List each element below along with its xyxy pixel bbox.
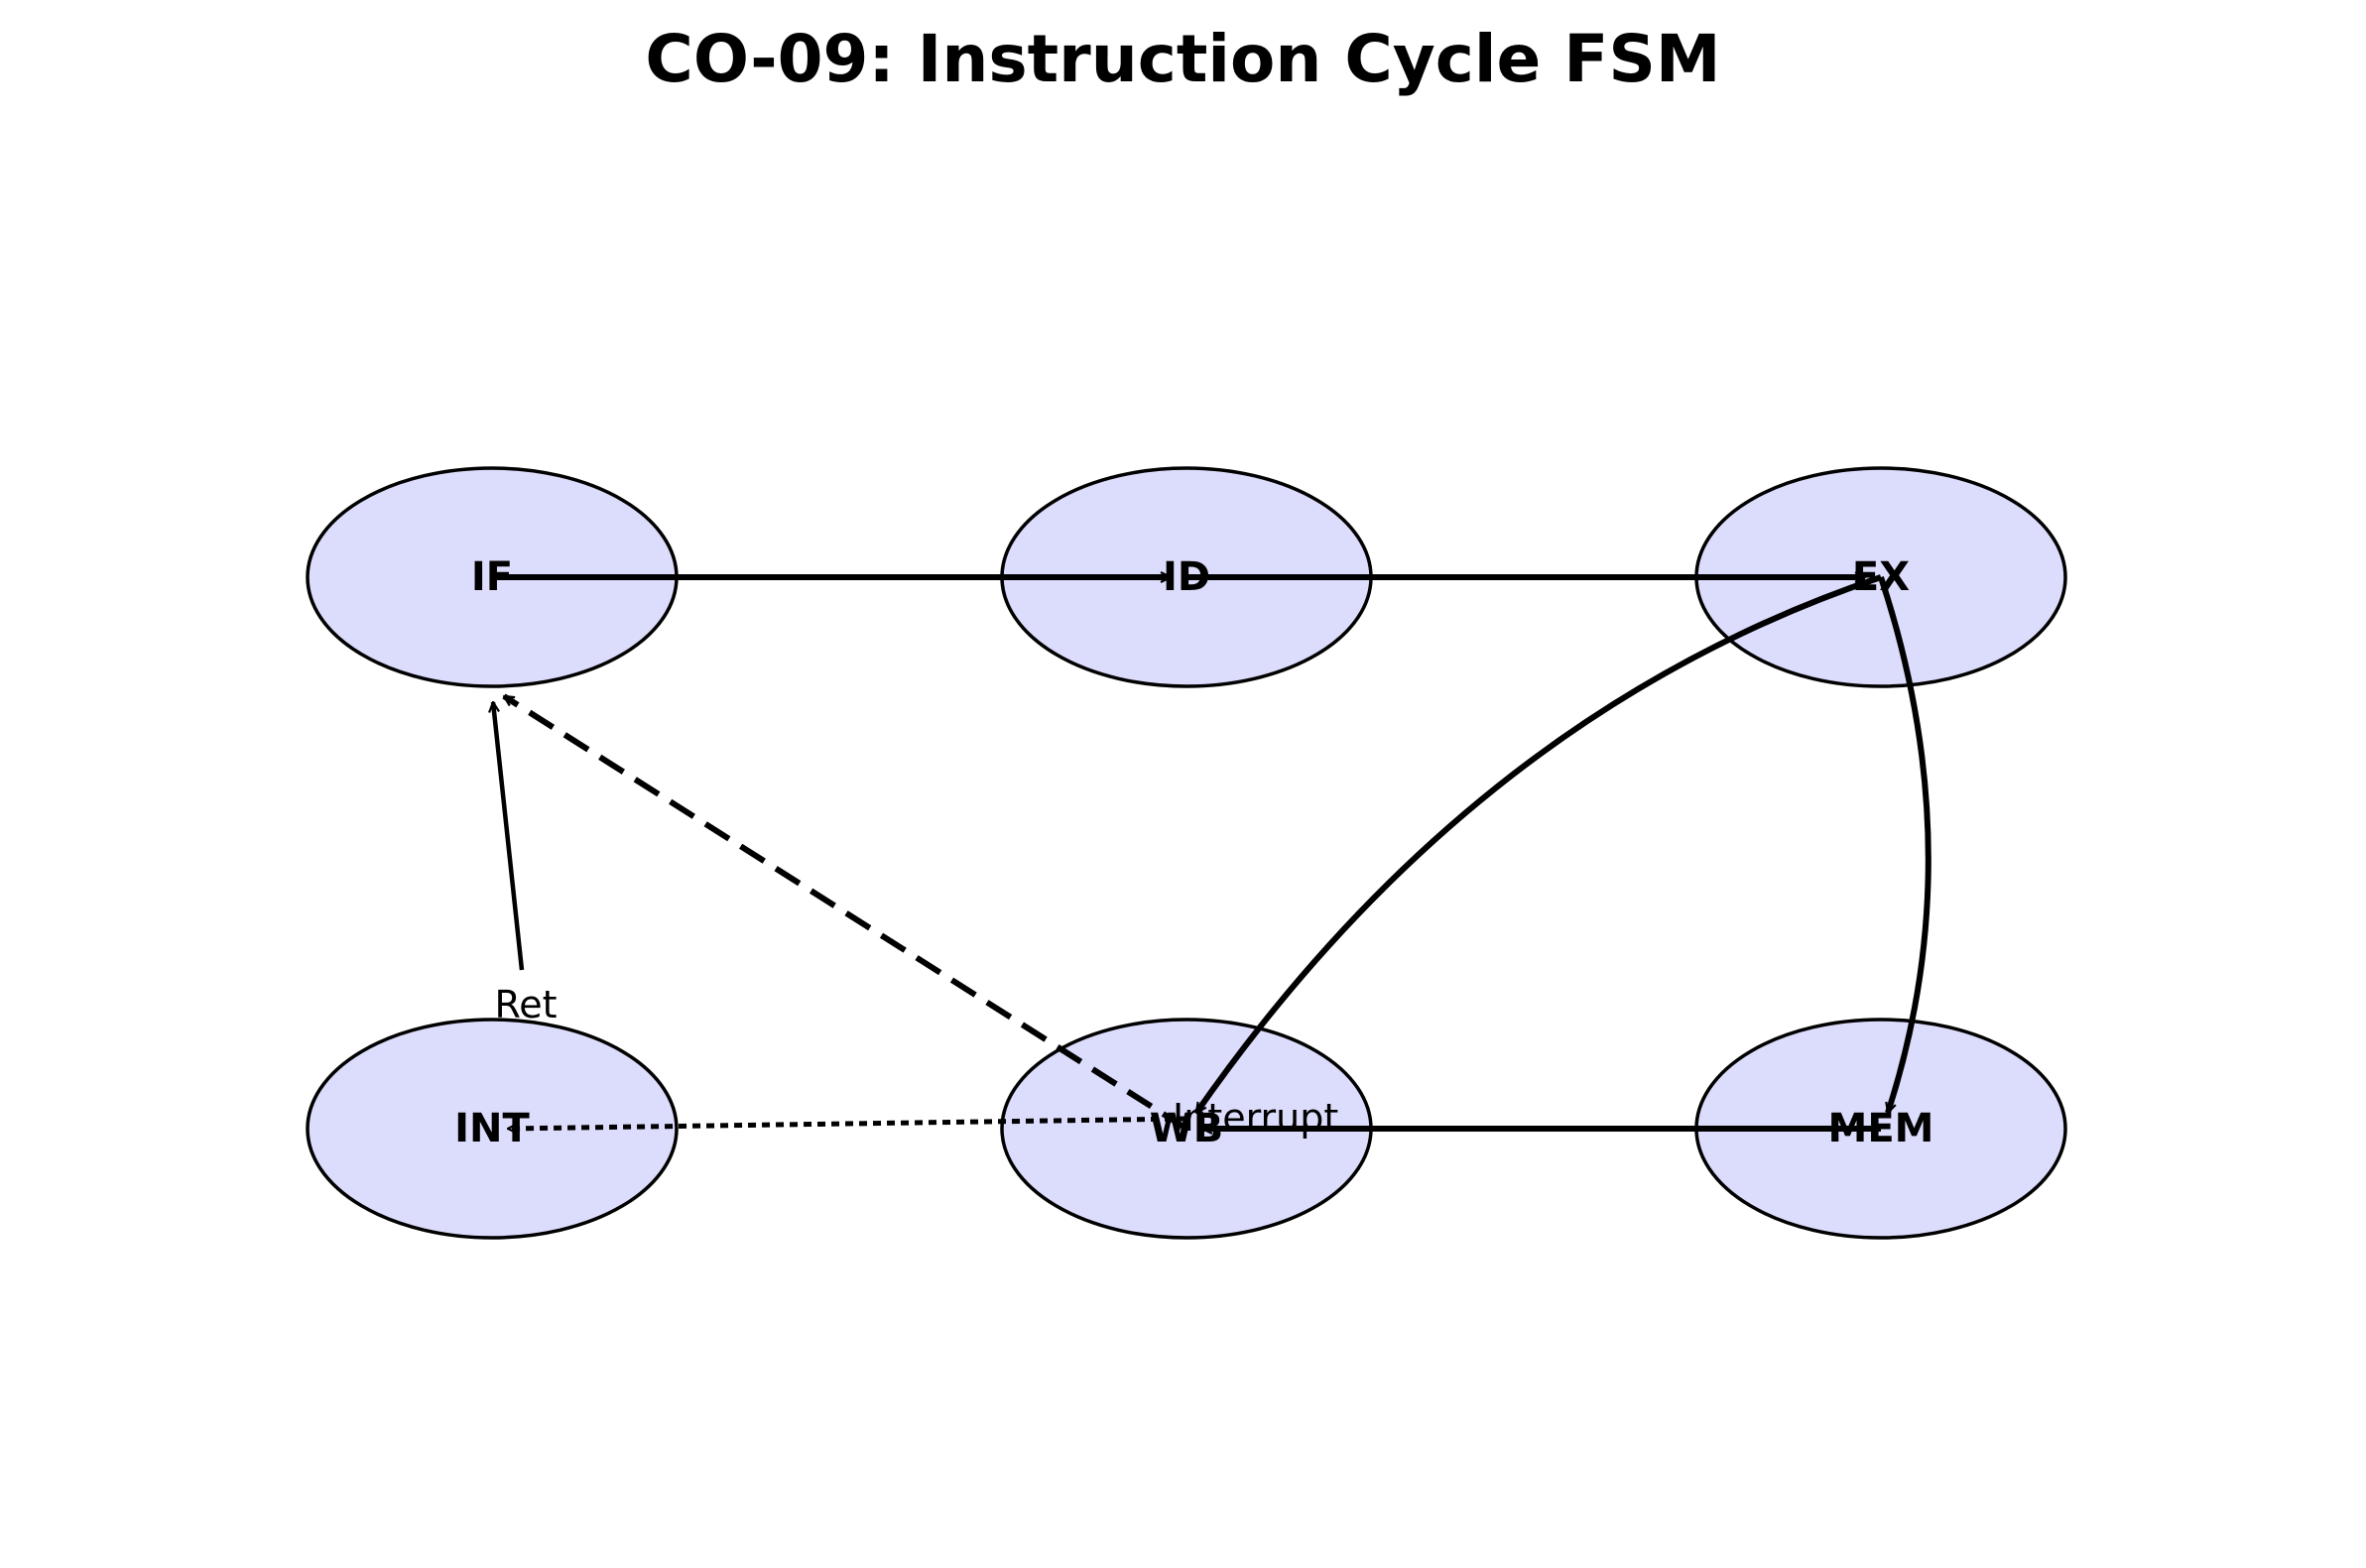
state-wb-label: WB [1150,1106,1224,1151]
transition-wb-to-if [504,693,1188,1132]
state-labels-layer: IF ID EX INT WB MEM [454,554,1933,1151]
diagram-title: CO-09: Instruction Cycle FSM [645,21,1721,97]
transition-int-to-if [493,702,525,971]
edge-label-ret: Ret [495,983,558,1026]
edge-label-interrupt: Interrupt [1173,1096,1338,1140]
state-int-label: INT [454,1106,530,1151]
state-ex-label: EX [1852,554,1910,600]
edge-labels-layer: Interrupt Ret [495,983,1339,1140]
edges-layer [492,574,1931,1132]
transition-ex-to-wb [1193,574,1882,1113]
transition-wb-to-int [508,1116,1187,1129]
state-int-node [306,1018,679,1240]
state-mem-label: MEM [1828,1106,1934,1151]
transition-ex-to-mem [1878,576,1931,1113]
state-id-label: ID [1163,554,1210,600]
state-if-label: IF [471,554,513,600]
